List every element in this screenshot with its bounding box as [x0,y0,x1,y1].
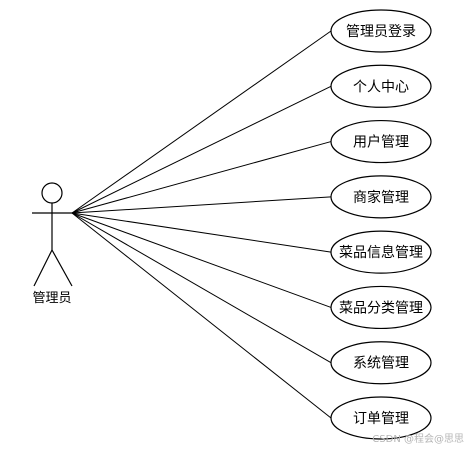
association-line-3 [71,141,332,214]
actor-admin: 管理员 [32,182,73,306]
actor-right-leg [51,249,73,287]
use-case-2-ellipse [330,64,432,108]
use-case-7: 系统管理 [330,341,432,385]
use-case-8-label: 订单管理 [353,411,409,427]
association-line-7 [71,212,332,364]
use-case-6: 菜品分类管理 [330,285,432,330]
actor-label: 管理员 [32,291,71,306]
association-line-5 [71,212,332,253]
use-case-3-ellipse [330,119,432,164]
use-case-4-ellipse [330,175,432,219]
association-line-4 [71,196,332,214]
use-case-5-ellipse [330,230,432,274]
actor-head [41,182,63,204]
association-lines [71,30,332,419]
use-case-3-label: 用户管理 [353,134,409,151]
use-case-6-ellipse [330,285,432,330]
use-case-3: 用户管理 [330,119,432,164]
association-line-6 [71,212,332,308]
use-case-2-label: 个人中心 [353,79,409,95]
use-case-5: 菜品信息管理 [330,230,432,274]
use-case-1-ellipse [330,9,432,53]
association-line-2 [71,85,332,214]
actor-left-leg [33,249,53,287]
association-line-1 [71,30,332,214]
use-case-4: 商家管理 [330,175,432,219]
use-case-7-label: 系统管理 [353,356,409,372]
use-case-2: 个人中心 [330,64,432,108]
use-case-8-ellipse [330,396,432,440]
use-case-5-label: 菜品信息管理 [339,244,423,261]
watermark: CSDN @程会@思思 [372,432,464,445]
use-case-4-label: 商家管理 [353,189,409,206]
use-case-1: 管理员登录 [330,9,432,53]
association-line-8 [71,212,332,419]
use-case-6-label: 菜品分类管理 [339,300,423,316]
use-case-7-ellipse [330,341,432,385]
use-case-1-label: 管理员登录 [346,24,416,40]
use-case-8: 订单管理 [330,396,432,440]
